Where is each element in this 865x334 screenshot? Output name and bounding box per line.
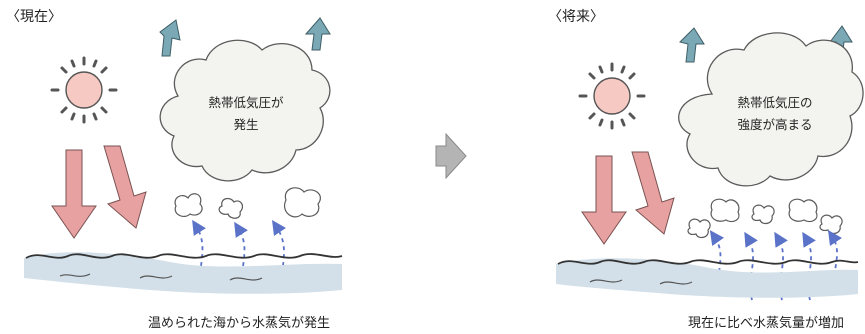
sunlight-arrow — [51, 149, 97, 239]
wave-icon — [556, 258, 859, 298]
cloud-text-line: 熱帯低気圧が — [208, 95, 284, 110]
cloud-text-line: 発生 — [233, 117, 259, 132]
vapor-arrow — [234, 221, 248, 291]
sunlight-arrow — [103, 145, 147, 229]
cloud-text-line: 強度が高まる — [737, 117, 813, 132]
cloud-text-future: 熱帯低気圧の 強度が高まる — [720, 92, 830, 136]
vapor-puffs — [174, 187, 321, 219]
panel-present — [24, 17, 343, 294]
vapor-arrow — [774, 231, 788, 301]
cloud-icon — [678, 32, 864, 187]
wave-icon — [24, 252, 343, 294]
caption-present: 温められた海から水蒸気が発生 — [148, 316, 331, 331]
vapor-arrow — [828, 230, 842, 293]
sunlight-arrow — [581, 155, 627, 245]
updraft-arrow — [679, 27, 705, 63]
panel-future — [556, 25, 864, 301]
sun-icon — [50, 56, 118, 124]
vapor-puffs — [687, 198, 843, 239]
sunlight-arrow — [631, 151, 675, 235]
panel-label-future: 〈将来〉 — [548, 9, 604, 25]
updraft-arrow — [159, 19, 181, 57]
caption-future: 現在に比べ水蒸気量が増加 — [688, 316, 845, 331]
updraft-arrow — [304, 17, 331, 51]
cloud-text-present: 熱帯低気圧が 発生 — [196, 92, 296, 136]
panel-label-present: 〈現在〉 — [6, 9, 62, 25]
vapor-arrow — [744, 231, 758, 301]
vapor-arrow — [802, 231, 816, 301]
arrow-right-icon — [435, 132, 467, 180]
cloud-icon — [159, 39, 331, 182]
cloud-text-line: 熱帯低気圧の — [737, 95, 813, 110]
sun-icon — [578, 62, 646, 130]
